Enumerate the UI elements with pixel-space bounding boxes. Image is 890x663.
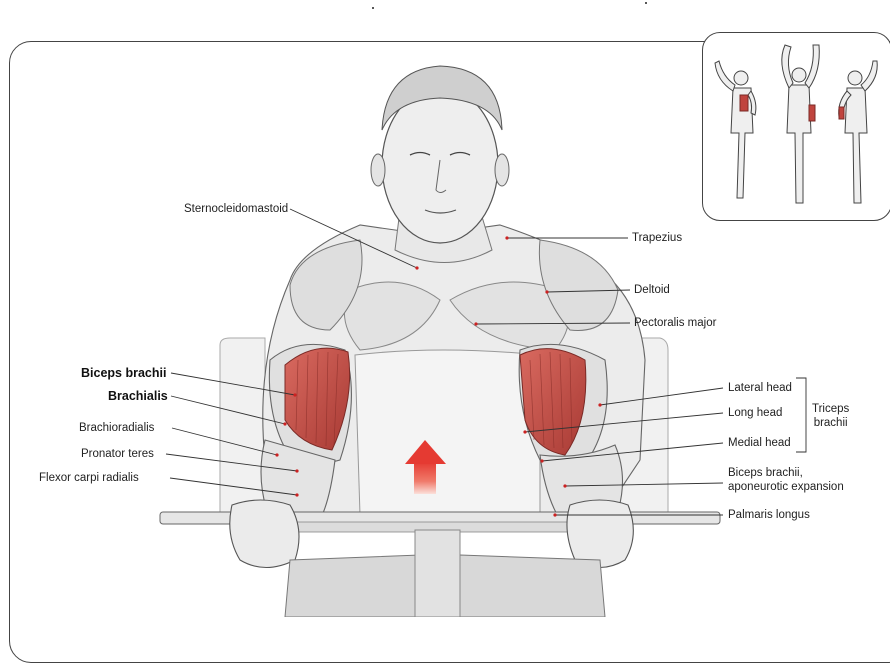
- pectoral-left: [343, 281, 441, 351]
- leader-lines-left: [165, 208, 418, 496]
- mouth: [424, 209, 457, 214]
- anatomy-diagram: Sternocleidomastoid Biceps brachii Brach…: [9, 2, 890, 663]
- forearm-left: [260, 439, 336, 521]
- muscle-map-inset: [702, 32, 890, 221]
- label-medial-head: Medial head: [728, 437, 791, 449]
- up-arrow-icon: [405, 440, 446, 494]
- leader-dots: [275, 236, 602, 517]
- deltoid-left: [289, 239, 363, 331]
- nose: [435, 159, 447, 193]
- ear-left: [370, 153, 386, 187]
- thigh-left: [284, 554, 421, 617]
- label-brachioradialis: Brachioradialis: [79, 422, 155, 434]
- leader-lines-right: [475, 237, 807, 516]
- exercise-illustration: [159, 65, 807, 617]
- bench-stem: [414, 529, 461, 617]
- eye-right: [449, 151, 471, 156]
- speck: [372, 7, 374, 9]
- label-long-head: Long head: [728, 407, 783, 419]
- full-body-figures: [714, 44, 878, 204]
- label-sternocleidomastoid: Sternocleidomastoid: [184, 203, 289, 215]
- label-deltoid: Deltoid: [634, 284, 670, 296]
- preacher-pad: [354, 349, 541, 516]
- label-pectoralis-major: Pectoralis major: [634, 317, 717, 329]
- label-lateral-head: Lateral head: [728, 382, 792, 394]
- label-biceps-aponeurotic-expansion: Biceps brachii, aponeurotic expansion: [728, 467, 844, 493]
- label-brachialis: Brachialis: [108, 389, 168, 403]
- hand-right: [566, 499, 634, 569]
- label-pronator-teres: Pronator teres: [81, 448, 154, 460]
- speck: [645, 2, 647, 4]
- label-flexor-carpi-radialis: Flexor carpi radialis: [39, 472, 139, 484]
- deltoid-right: [538, 239, 619, 331]
- hand-left: [229, 499, 300, 569]
- biceps-right: [519, 348, 587, 456]
- ear-right: [494, 153, 510, 187]
- thigh-right: [459, 554, 606, 617]
- hair: [381, 65, 503, 131]
- eye-left: [409, 151, 431, 156]
- bench-left-post: [219, 337, 266, 521]
- label-biceps-brachii: Biceps brachii: [81, 366, 167, 380]
- head: [381, 86, 499, 244]
- label-trapezius: Trapezius: [632, 232, 683, 244]
- label-triceps-brachii: Triceps brachii: [812, 403, 850, 429]
- label-palmaris-longus: Palmaris longus: [728, 509, 810, 521]
